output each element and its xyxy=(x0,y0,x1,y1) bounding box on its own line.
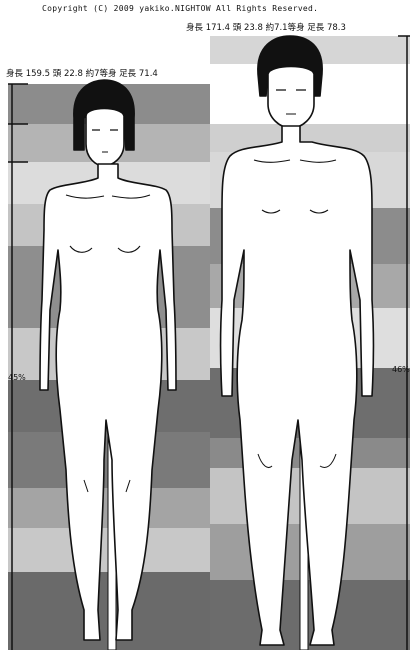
right-face xyxy=(268,67,314,129)
right-band xyxy=(210,580,410,650)
right-leg-percent: 46% xyxy=(392,365,410,374)
right-figure-stats: 身長 171.4 頭 23.8 約7.1等身 足長 78.3 xyxy=(186,21,346,33)
left-leg-percent: 45% xyxy=(8,373,26,382)
left-figure-stats: 身長 159.5 頭 22.8 約7等身 足長 71.4 xyxy=(6,67,158,79)
left-face xyxy=(86,109,124,167)
copyright-text: Copyright (C) 2009 yakiko.NIGHTOW All Ri… xyxy=(42,4,318,13)
